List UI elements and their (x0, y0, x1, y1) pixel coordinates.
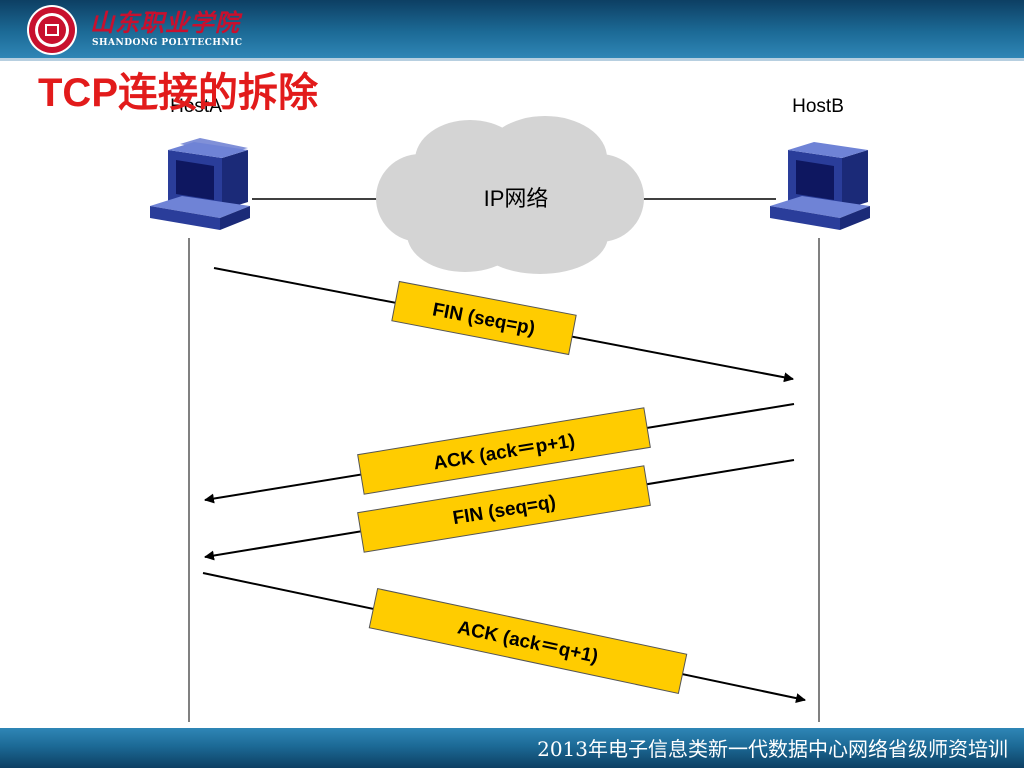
message-box-fin-q: FIN (seq=q) (357, 465, 651, 553)
computer-icon (770, 142, 870, 230)
host-a-label: HostA (170, 96, 222, 117)
message-box-ack-q: ACK (ack＝q+1) (368, 587, 688, 695)
slide-title: TCP连接的拆除 (38, 71, 318, 115)
header-divider (0, 58, 1024, 61)
network-label: IP网络 (484, 186, 549, 211)
message-box-fin-p: FIN (seq=p) (391, 280, 577, 356)
host-b-label: HostB (792, 96, 844, 117)
school-name-english: SHANDONG POLYTECHNIC (92, 38, 243, 48)
computer-icon (150, 138, 250, 230)
footer-bar: 2013年电子信息类新一代数据中心网络省级师资培训 (0, 728, 1024, 768)
footer-text: 2013年电子信息类新一代数据中心网络省级师资培训 (537, 737, 1008, 761)
header-bar: 山东职业学院 SHANDONG POLYTECHNIC (0, 0, 1024, 58)
school-name: 山东职业学院 (90, 8, 240, 37)
cloud-icon (376, 116, 644, 274)
school-seal-icon (27, 5, 77, 55)
